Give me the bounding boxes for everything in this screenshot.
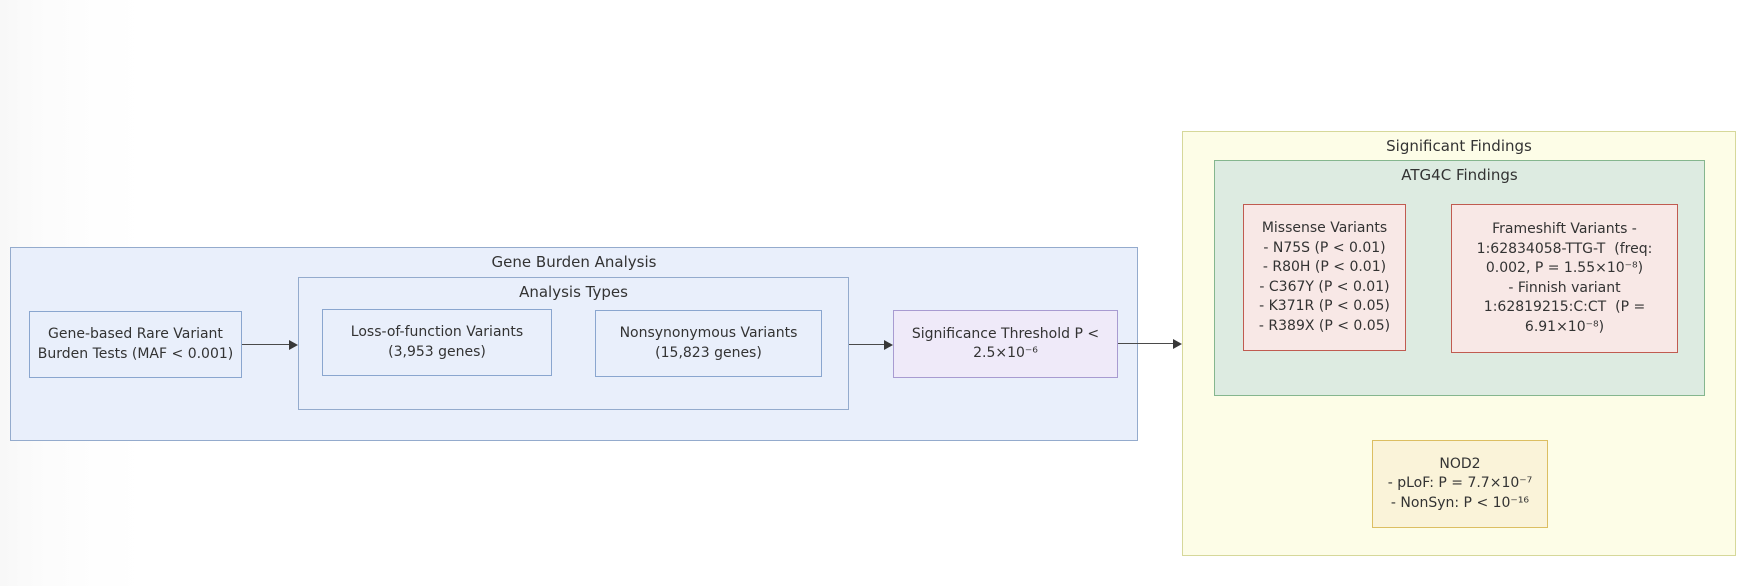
- arrow-line: [849, 343, 885, 346]
- node-text-line: (15,823 genes): [655, 344, 762, 361]
- node-text-line: 0.002, P = 1.55×10⁻⁸): [1485, 260, 1644, 276]
- node-missense-variants: Missense Variants - N75S (P < 0.01) - R8…: [1243, 204, 1406, 351]
- node-nonsynonymous-variants: Nonsynonymous Variants (15,823 genes): [595, 310, 822, 377]
- node-text-line: - R389X (P < 0.05): [1258, 317, 1391, 334]
- arrow-analysis-types-to-threshold: [849, 339, 893, 350]
- arrow-head-icon: [884, 339, 893, 350]
- node-text-line: Frameshift Variants -: [1492, 221, 1637, 237]
- node-text-line: NOD2: [1439, 455, 1481, 472]
- cluster-significant-findings-label: Significant Findings: [1386, 137, 1532, 155]
- node-text-line: (3,953 genes): [388, 343, 486, 360]
- node-text-line: - NonSyn: P < 10⁻¹⁶: [1390, 494, 1530, 511]
- arrow-burden-to-analysis-types: [242, 339, 298, 350]
- arrow-head-icon: [289, 339, 298, 350]
- arrow-line: [242, 343, 290, 346]
- node-text-line: - R80H (P < 0.01): [1262, 259, 1387, 275]
- node-significance-threshold: Significance Threshold P < 2.5×10⁻⁶: [893, 310, 1118, 378]
- node-text-line: Burden Tests (MAF < 0.001): [37, 345, 234, 362]
- arrow-head-icon: [1173, 338, 1182, 349]
- node-text-line: - N75S (P < 0.01): [1263, 239, 1386, 256]
- node-text-line: 1:62834058-TTG-T (freq:: [1476, 240, 1653, 257]
- node-text-line: 1:62819215:C:CT (P =: [1483, 299, 1646, 315]
- node-text-line: - C367Y (P < 0.01): [1259, 278, 1390, 295]
- node-text-line: Gene-based Rare Variant: [48, 326, 223, 342]
- node-text-line: - pLoF: P = 7.7×10⁻⁷: [1387, 475, 1533, 492]
- node-text-line: - K371R (P < 0.05): [1259, 298, 1390, 314]
- node-loss-of-function-variants: Loss-of-function Variants (3,953 genes): [322, 309, 552, 376]
- node-text-line: Nonsynonymous Variants: [619, 325, 798, 341]
- cluster-gene-burden-analysis-label: Gene Burden Analysis: [491, 253, 657, 271]
- cluster-atg4c-findings-label: ATG4C Findings: [1401, 166, 1518, 184]
- cluster-analysis-types-label: Analysis Types: [519, 283, 628, 301]
- arrow-threshold-to-findings: [1118, 338, 1182, 349]
- node-gene-based-burden-tests: Gene-based Rare Variant Burden Tests (MA…: [29, 311, 242, 378]
- node-text-line: Loss-of-function Variants: [350, 324, 524, 340]
- arrow-line: [1118, 342, 1174, 345]
- node-frameshift-variants: Frameshift Variants - 1:62834058-TTG-T (…: [1451, 204, 1678, 353]
- node-text-line: - Finnish variant: [1508, 279, 1621, 296]
- node-nod2: NOD2 - pLoF: P = 7.7×10⁻⁷ - NonSyn: P < …: [1372, 440, 1548, 528]
- node-text-line: Significance Threshold P <: [911, 325, 1100, 342]
- node-text-line: 2.5×10⁻⁶: [973, 345, 1038, 361]
- node-text-line: 6.91×10⁻⁸): [1524, 318, 1605, 335]
- node-text-line: Missense Variants: [1261, 220, 1388, 236]
